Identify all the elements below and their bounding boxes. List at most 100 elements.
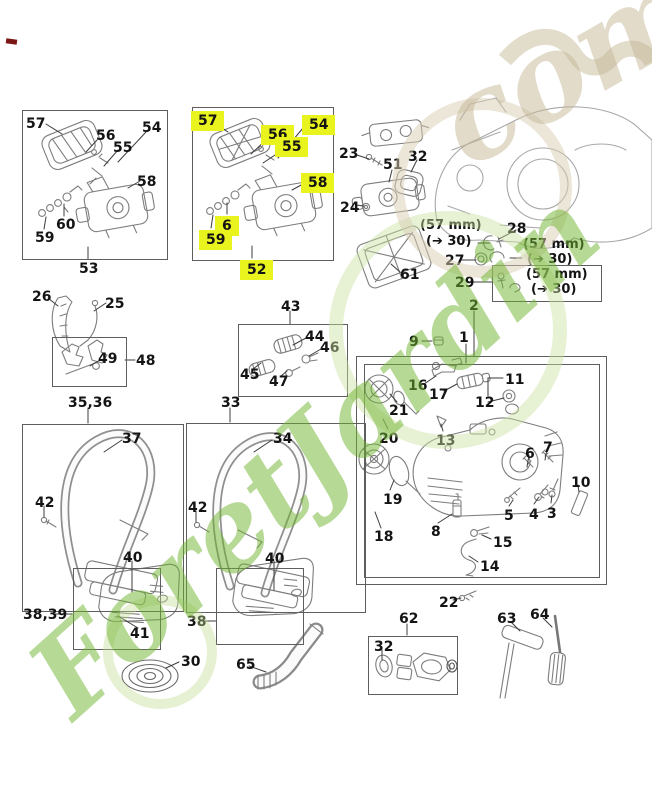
part-label-11: 11 [505,372,525,388]
part-label-38: 38 [187,614,207,630]
group-box-33 [186,423,366,613]
part-label--57-mm-: (57 mm) [526,267,588,282]
part-label-5: 5 [504,508,514,524]
group-box-35-36 [22,424,184,612]
part-label-12: 12 [475,395,495,411]
part-label-52: 52 [240,260,274,280]
starter-spring-30-sketch [121,659,179,693]
part-label-41: 41 [130,626,150,642]
part-label-24: 24 [340,200,360,216]
screw-46-sketch [301,352,319,364]
part-label-32: 32 [374,639,394,655]
part-label-47: 47 [269,374,289,390]
part-label-61: 61 [400,267,420,283]
part-label-57: 57 [191,111,225,131]
bolt-15-sketch [470,526,490,537]
grommets-12-sketch [502,389,519,415]
bracket-11-lines [487,377,504,397]
part-label-64: 64 [530,607,550,623]
part-label-17: 17 [429,387,449,403]
part-label-65: 65 [236,657,256,673]
air-filter-52-sketch [209,117,275,169]
plug-8-sketch [452,493,462,518]
group-box-1 [364,364,600,578]
pin-6-sketch [522,455,534,468]
handle-cover-right-sketch [232,557,314,617]
part-label-48: 48 [136,353,156,369]
part-label-35-36: 35,36 [68,395,113,411]
part-label-53: 53 [79,261,99,277]
part-label-46: 46 [320,340,340,356]
part-label-54: 54 [302,115,336,135]
lever-chain-52-sketch [206,183,251,215]
part-label-42: 42 [188,500,208,516]
part-label-6: 6 [525,446,535,462]
part-label-22: 22 [439,595,459,611]
part-label-59: 59 [35,230,55,246]
part-label-16: 16 [408,378,428,394]
part-label-40: 40 [123,550,143,566]
screw-42-right-sketch [193,521,210,533]
part-label-18: 18 [374,529,394,545]
part-label-14: 14 [480,559,500,575]
screw-47-sketch [285,366,301,377]
screw-4-sketch [534,484,549,501]
carburetor-53-sketch [75,167,155,239]
group-box-43 [238,324,348,397]
group-box-2 [356,356,607,585]
part-label-44: 44 [305,329,325,345]
screw-23-sketch [365,153,383,166]
part-label-4: 4 [529,507,539,523]
part-label-33: 33 [221,395,241,411]
part-label-37: 37 [122,431,142,447]
part-label-7: 7 [543,440,553,456]
part-label-57: 57 [26,116,46,132]
part-label-8: 8 [431,524,441,540]
group-box-38 [216,568,304,645]
part-label-9: 9 [409,334,419,350]
handle-cover-left-sketch [98,563,180,624]
group-box-53 [22,110,168,260]
part-label-29: 29 [455,275,475,291]
part-label-49: 49 [98,351,118,367]
part-label-43: 43 [281,299,301,315]
part-label-23: 23 [339,146,359,162]
part-label-55: 55 [113,140,133,156]
part-label-58: 58 [137,174,157,190]
part-label-54: 54 [142,120,162,136]
part-label-28: 28 [507,221,527,237]
screw-22-sketch [458,590,477,602]
gasket-kit-62-sketch [375,652,458,682]
cap-9-sketch [433,336,444,346]
part-label-2: 2 [469,298,479,314]
part-label-26: 26 [32,289,52,305]
bar-10-sketch [570,490,589,516]
part-label--30-: (➔ 30) [426,234,472,249]
screw-5-sketch [504,487,521,503]
elbow-65-sketch [252,622,324,690]
part-label--57-mm-: (57 mm) [523,237,585,252]
t-wrench-63-sketch [499,624,544,699]
air-filter-53-sketch [41,119,109,171]
part-label-60: 60 [56,217,76,233]
group-box-38-39 [73,568,161,650]
part-label-59: 59 [199,230,233,250]
part-label-51: 51 [383,157,403,173]
pin-13-sketch [436,415,447,428]
handlebar-37-sketch [60,429,159,606]
screwdriver-64-sketch [547,614,566,686]
part-label-19: 19 [383,492,403,508]
part-label-45: 45 [240,367,260,383]
part-label-25: 25 [105,296,125,312]
carburetor-51-sketch [351,177,426,217]
part-label-58: 58 [301,173,335,193]
part-label-40: 40 [265,551,285,567]
group-box-62 [368,636,458,695]
throttle-assembly-sketch [361,119,430,147]
hose-14-sketch [460,538,477,577]
lever-chain-53-sketch [38,185,83,217]
part-label-62: 62 [399,611,419,627]
carburetor-52-sketch [243,165,323,237]
part-label-3: 3 [547,506,557,522]
